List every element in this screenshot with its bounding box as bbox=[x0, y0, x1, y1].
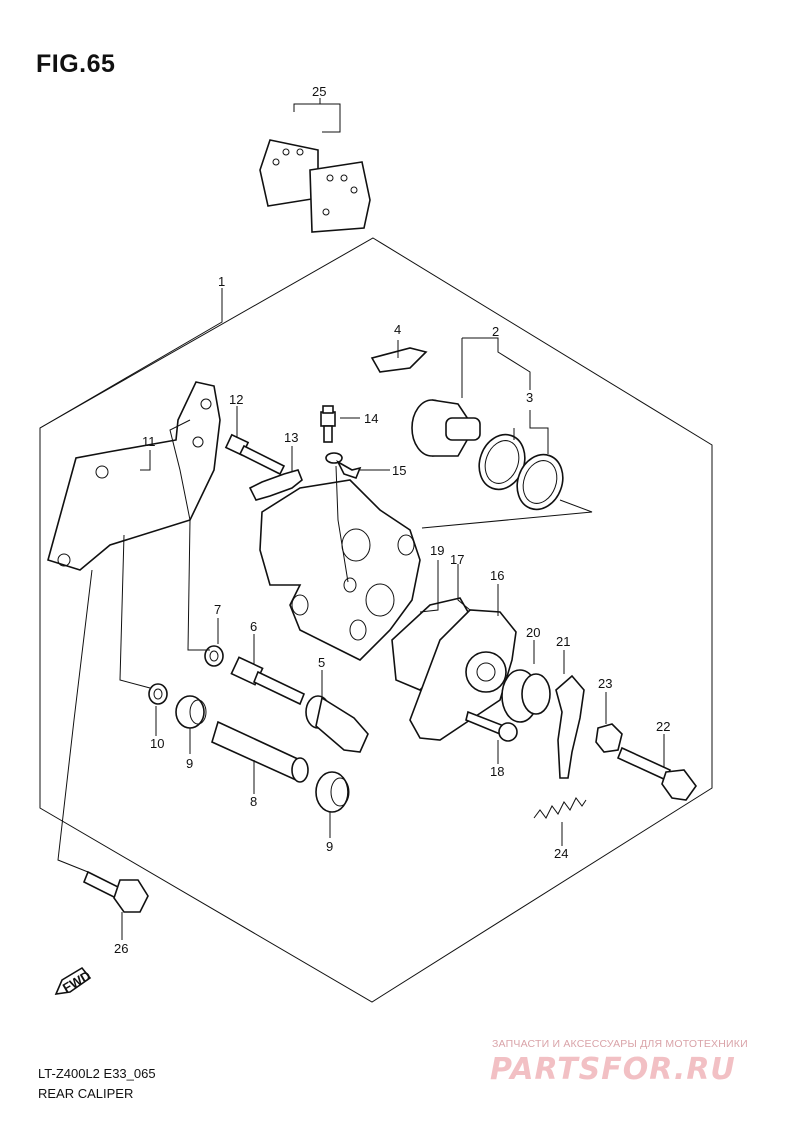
callout-26: 26 bbox=[114, 941, 128, 956]
washer-7-part bbox=[204, 645, 224, 667]
callout-11: 11 bbox=[142, 434, 156, 449]
callout-1: 1 bbox=[218, 274, 225, 289]
slide-pin-8-part bbox=[211, 720, 309, 783]
callout-7: 7 bbox=[214, 602, 221, 617]
callout-24: 24 bbox=[554, 846, 568, 861]
return-spring-part bbox=[533, 797, 587, 819]
washer-10-part bbox=[148, 683, 168, 705]
watermark-tagline: ЗАПЧАСТИ И АКСЕССУАРЫ ДЛЯ МОТОТЕХНИКИ bbox=[492, 1038, 748, 1050]
callout-18: 18 bbox=[490, 764, 504, 779]
callout-22: 22 bbox=[656, 719, 670, 734]
fwd-arrow-label: FWD bbox=[60, 968, 93, 996]
piston-seals-part bbox=[478, 433, 564, 511]
pad-spring-part bbox=[370, 347, 428, 373]
caliper-body-part bbox=[259, 479, 421, 661]
bushing-9b-part bbox=[315, 771, 350, 813]
caliper-bracket-part bbox=[47, 381, 221, 571]
pin-boot-5-part bbox=[305, 695, 369, 753]
bleeder-cap-part bbox=[325, 452, 362, 479]
callout-16: 16 bbox=[490, 568, 504, 583]
callout-10: 10 bbox=[150, 736, 164, 751]
figure-title: FIG.65 bbox=[36, 50, 116, 78]
slide-pin-6-part bbox=[230, 656, 306, 706]
lever-nut-part bbox=[595, 723, 623, 753]
callout-15: 15 bbox=[392, 463, 406, 478]
callout-19: 19 bbox=[430, 543, 444, 558]
fwd-arrow-icon: FWD bbox=[54, 966, 93, 996]
caliper-bolt-part bbox=[224, 433, 286, 476]
brake-pads-part bbox=[259, 139, 371, 233]
parking-brake-housing-part bbox=[409, 609, 517, 741]
callout-8: 8 bbox=[250, 794, 257, 809]
parking-lever-part bbox=[555, 674, 585, 779]
piston-part bbox=[411, 399, 481, 457]
watermark-logo: PARTSFOR.RU bbox=[490, 1052, 736, 1087]
callout-4: 4 bbox=[394, 322, 401, 337]
bushing-9a-part bbox=[175, 695, 207, 729]
housing-screw-part bbox=[465, 710, 518, 742]
callout-14: 14 bbox=[364, 411, 378, 426]
callout-25: 25 bbox=[312, 84, 326, 99]
callout-9a: 9 bbox=[186, 756, 193, 771]
bleeder-valve-part bbox=[320, 405, 336, 443]
callout-9b: 9 bbox=[326, 839, 333, 854]
callout-5: 5 bbox=[318, 655, 325, 670]
callout-6: 6 bbox=[250, 619, 257, 634]
lock-plate-part bbox=[248, 469, 303, 501]
section-name: REAR CALIPER bbox=[38, 1086, 134, 1101]
callout-20: 20 bbox=[526, 625, 540, 640]
leader-lines bbox=[39, 98, 665, 940]
model-code: LT-Z400L2 E33_065 bbox=[38, 1066, 156, 1081]
callout-labels: 25 1 4 2 3 12 14 13 11 15 19 17 16 7 6 2… bbox=[114, 84, 670, 956]
adjuster-part bbox=[501, 669, 551, 723]
callout-23: 23 bbox=[598, 676, 612, 691]
callout-13: 13 bbox=[284, 430, 298, 445]
mounting-bolt-part bbox=[82, 870, 149, 913]
callout-2: 2 bbox=[492, 324, 499, 339]
callout-3: 3 bbox=[526, 390, 533, 405]
callout-12: 12 bbox=[229, 392, 243, 407]
callout-21: 21 bbox=[556, 634, 570, 649]
callout-17: 17 bbox=[450, 552, 464, 567]
adjusting-bolt-part bbox=[616, 746, 697, 801]
